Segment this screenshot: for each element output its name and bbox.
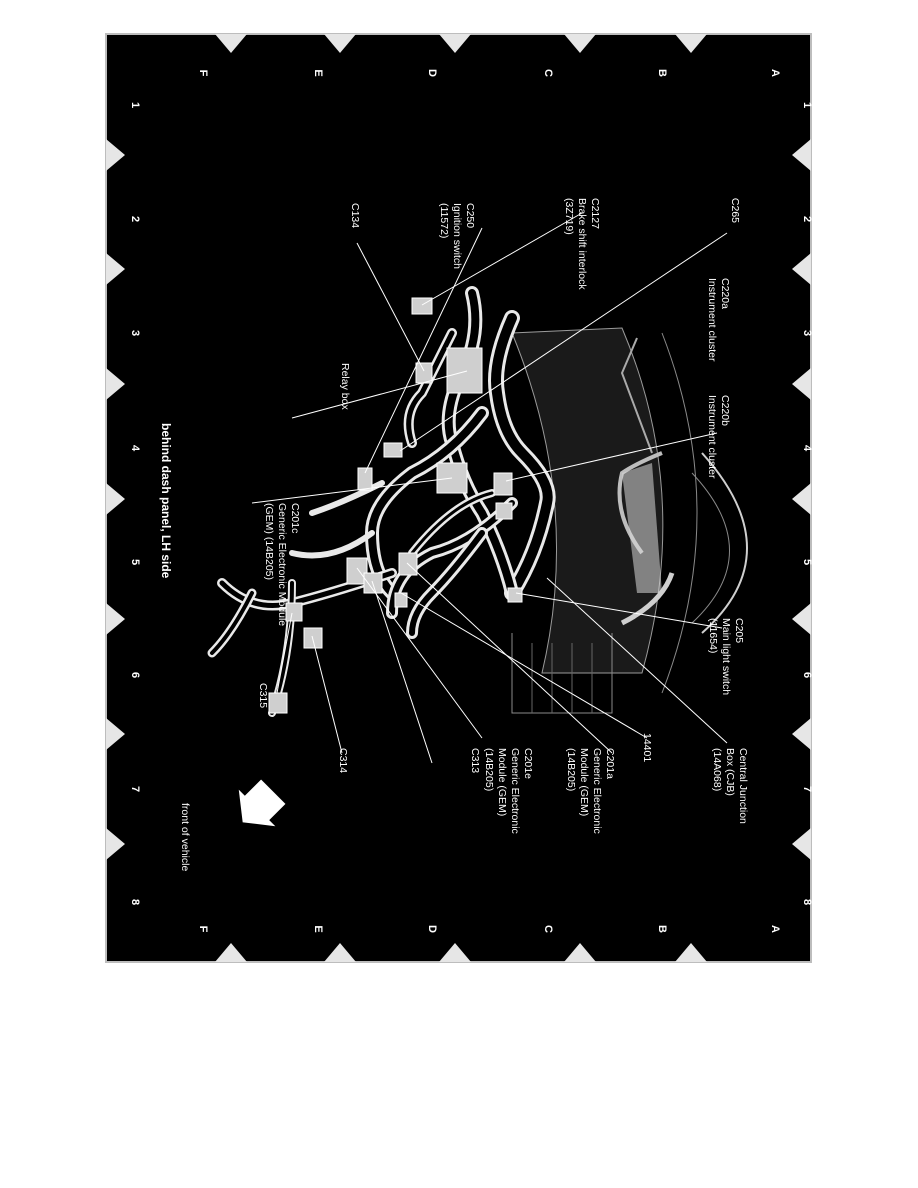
front-of-vehicle-arrow-icon — [236, 777, 288, 829]
grid-col-label: 7 — [801, 786, 812, 792]
connector-c205 — [507, 587, 523, 603]
dash-structure — [511, 327, 748, 714]
grid-row-label: B — [656, 69, 668, 77]
grid-col-label: 6 — [129, 672, 141, 678]
diagram-title: behind dash panel, LH side — [159, 423, 173, 579]
diagram-canvas: A B C D E F A B C D E F 1 2 3 4 5 6 7 8 … — [105, 33, 812, 963]
callout-cjb: Central JunctionBox (CJB)(14A068) — [711, 748, 749, 824]
callout-14401: 14401 — [641, 733, 653, 762]
grid-col-label: 2 — [801, 216, 812, 222]
grid-col-label: 2 — [129, 216, 141, 222]
connectors — [268, 297, 523, 714]
callout-c265: C265 — [729, 198, 741, 223]
callouts: C265 C220aInstrument cluster C220bInstru… — [257, 198, 749, 834]
grid-row-label: E — [312, 925, 324, 932]
grid-col-label: 1 — [801, 102, 812, 108]
grid-row-label: F — [197, 926, 209, 933]
connector-c315 — [285, 602, 303, 622]
grid-col-label: 4 — [129, 445, 141, 452]
grid-col-label: 5 — [129, 559, 141, 565]
callout-c205: C205Main light switch(11654) — [707, 618, 745, 695]
wiring-diagram: A B C D E F A B C D E F 1 2 3 4 5 6 7 8 … — [105, 33, 812, 963]
grid-row-label: C — [542, 925, 554, 933]
callout-c250: C250Ignition switch(11572) — [438, 203, 476, 269]
connector-end — [268, 692, 288, 714]
callout-c220b: C220bInstrument cluster — [706, 395, 731, 479]
callout-c201c: C201cGeneric Electronic Module(GEM) (14B… — [263, 503, 301, 626]
grid-row-label: D — [426, 69, 438, 77]
callout-c2127: C2127Brake shift interlock(3Z719) — [563, 198, 601, 290]
grid-col-label: 6 — [801, 672, 812, 678]
grid-col-label: 4 — [801, 445, 812, 452]
connector-c265 — [383, 442, 403, 458]
grid-col-label: 7 — [129, 786, 141, 792]
leader-lines — [251, 212, 728, 764]
grid-row-label: D — [426, 925, 438, 933]
grid-col-label: 1 — [129, 102, 141, 108]
grid-col-label: 8 — [129, 899, 141, 905]
callout-c315: C315 — [257, 683, 269, 708]
callout-c201e: C201eGeneric ElectronicModule (GEM)(14B2… — [483, 748, 534, 834]
grid-markers — [106, 34, 811, 962]
grid-row-label: A — [769, 925, 781, 933]
relay-box — [446, 347, 483, 394]
callout-c134: C134 — [349, 203, 361, 228]
direction-label: front of vehicle — [179, 803, 191, 871]
grid-col-label: 5 — [801, 559, 812, 565]
grid-col-label: 3 — [801, 330, 812, 336]
grid-row-label: F — [197, 70, 209, 77]
callout-c220a: C220aInstrument cluster — [706, 278, 731, 362]
connector-c313 — [346, 557, 368, 585]
grid-row-label: E — [312, 69, 324, 76]
callout-c313: C313 — [469, 748, 481, 773]
connector-c250 — [357, 467, 373, 491]
callout-relay-box: Relay box — [339, 363, 351, 410]
connector-c134 — [415, 362, 433, 384]
grid-row-label: A — [769, 69, 781, 77]
grid-col-label: 8 — [801, 899, 812, 905]
grid-row-label: B — [656, 925, 668, 933]
callout-c201a: C201aGeneric ElectronicModule (GEM)(14B2… — [565, 748, 616, 834]
frame-border — [105, 33, 812, 963]
callout-c314: C314 — [337, 748, 349, 773]
connector-c220a — [495, 502, 513, 520]
grid-col-label: 3 — [129, 330, 141, 336]
grid-row-label: C — [542, 69, 554, 77]
connector-c220b — [493, 472, 513, 496]
